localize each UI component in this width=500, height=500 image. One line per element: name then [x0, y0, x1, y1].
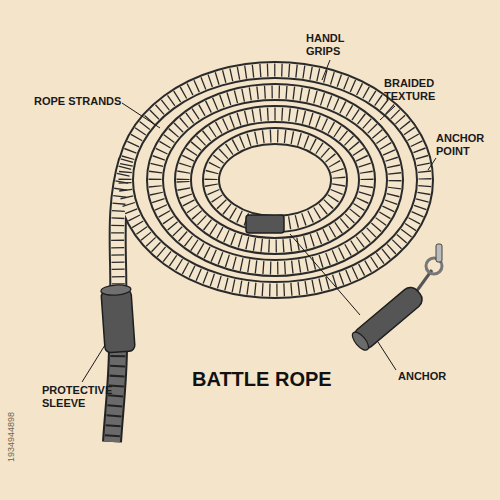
- protective-sleeve: [101, 284, 136, 353]
- part-label: ANCHOR: [398, 370, 446, 383]
- part-label: ANCHOR POINT: [436, 132, 492, 158]
- diagram-title: BATTLE ROPE: [192, 367, 332, 391]
- anchor-handle: [350, 244, 442, 353]
- grip-sleeve: [246, 215, 284, 233]
- part-label: PROTECTIVE SLEEVE: [42, 384, 114, 410]
- watermark-number: 1934944898: [6, 412, 16, 462]
- rope-coil: [118, 70, 425, 300]
- leader-lines: [82, 60, 436, 382]
- rope-end: [112, 345, 118, 442]
- part-label: ROPE STRANDS: [34, 95, 121, 108]
- part-label: BRAIDED TEXTURE: [384, 77, 456, 103]
- part-label: HANDL GRIPS: [306, 32, 362, 58]
